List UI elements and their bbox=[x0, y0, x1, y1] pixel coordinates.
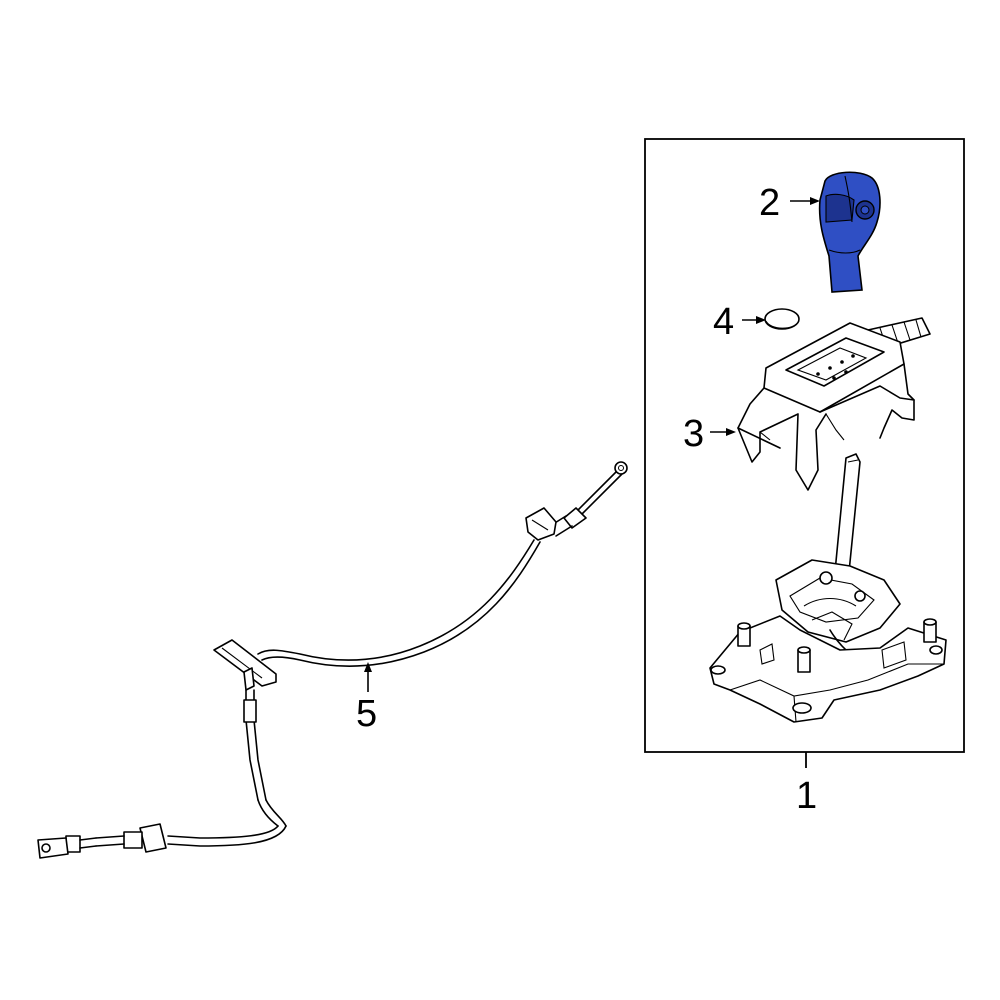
shift-bezel[interactable] bbox=[737, 317, 931, 491]
assembly-box bbox=[644, 138, 965, 753]
callout-5: 5 bbox=[356, 693, 377, 735]
shift-cable[interactable] bbox=[37, 461, 628, 859]
callout-1: 1 bbox=[796, 775, 817, 817]
callout-3: 3 bbox=[683, 413, 704, 455]
shifter-assembly[interactable] bbox=[709, 453, 947, 723]
callout-2: 2 bbox=[759, 182, 780, 224]
shift-knob[interactable] bbox=[818, 171, 881, 293]
callout-arrows bbox=[364, 197, 820, 692]
cap[interactable] bbox=[764, 308, 800, 330]
callout-4: 4 bbox=[713, 301, 734, 343]
